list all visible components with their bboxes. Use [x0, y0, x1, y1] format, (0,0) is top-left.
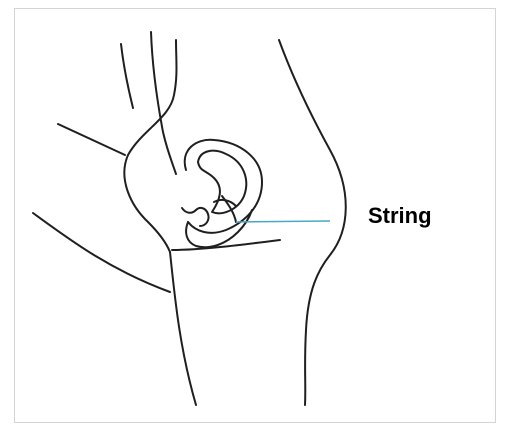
left-arm-line-1: [58, 124, 125, 155]
string-label: String: [368, 203, 432, 229]
buttock-outline: [124, 40, 176, 252]
label-pointer-line: [236, 221, 330, 222]
back-leg-inner-outline: [121, 44, 133, 108]
cervix-detail-1: [182, 208, 196, 213]
uterus-inner-outline: [198, 151, 246, 213]
front-body-outline: [279, 40, 346, 405]
cervix-detail-2: [196, 208, 209, 226]
lower-leg-left-outline: [170, 252, 196, 405]
